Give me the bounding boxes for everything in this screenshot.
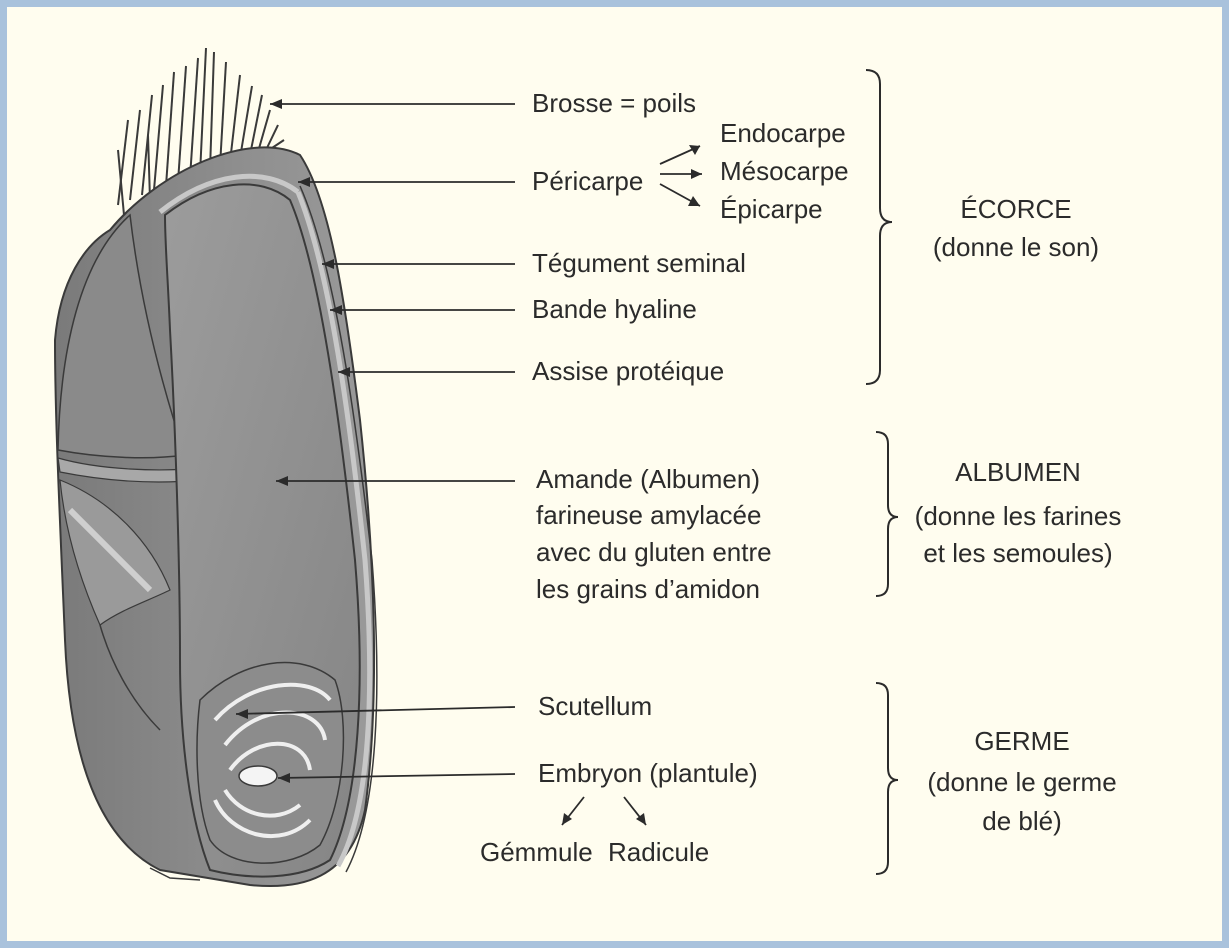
label-pericarpe: Péricarpe (532, 166, 643, 196)
germ-region (197, 663, 343, 864)
brace-albumen (876, 432, 898, 596)
group-albumen-title: ALBUMEN (955, 457, 1081, 487)
group-germe-subtitle-1: (donne le germe (927, 767, 1116, 797)
brace-ecorce (866, 70, 892, 384)
label-radicule: Radicule (608, 837, 709, 867)
label-gemmule: Gémmule (480, 837, 593, 867)
label-amande-1: Amande (Albumen) (536, 464, 760, 494)
part-labels: Brosse = poils Péricarpe Endocarpe Mésoc… (480, 88, 849, 867)
grain-illustration (55, 48, 377, 886)
label-amande-3: avec du gluten entre (536, 537, 772, 567)
label-amande-4: les grains d’amidon (536, 574, 760, 604)
group-germe-subtitle-2: de blé) (982, 806, 1062, 836)
group-albumen-subtitle-1: (donne les farines (915, 501, 1122, 531)
group-germe-title: GERME (974, 726, 1069, 756)
label-epicarpe: Épicarpe (720, 194, 823, 224)
label-amande-2: farineuse amylacée (536, 500, 761, 530)
label-embryon: Embryon (plantule) (538, 758, 758, 788)
label-scutellum: Scutellum (538, 691, 652, 721)
group-labels: ÉCORCE (donne le son) ALBUMEN (donne les… (915, 194, 1122, 836)
label-brosse: Brosse = poils (532, 88, 696, 118)
group-albumen-subtitle-2: et les semoules) (923, 538, 1112, 568)
braces (866, 70, 898, 874)
label-tegument: Tégument seminal (532, 248, 746, 278)
group-ecorce-title: ÉCORCE (960, 194, 1071, 224)
label-bande: Bande hyaline (532, 294, 697, 324)
brace-germe (876, 683, 898, 874)
label-assise: Assise protéique (532, 356, 724, 386)
label-endocarpe: Endocarpe (720, 118, 846, 148)
label-mesocarpe: Mésocarpe (720, 156, 849, 186)
group-ecorce-subtitle: (donne le son) (933, 232, 1099, 262)
